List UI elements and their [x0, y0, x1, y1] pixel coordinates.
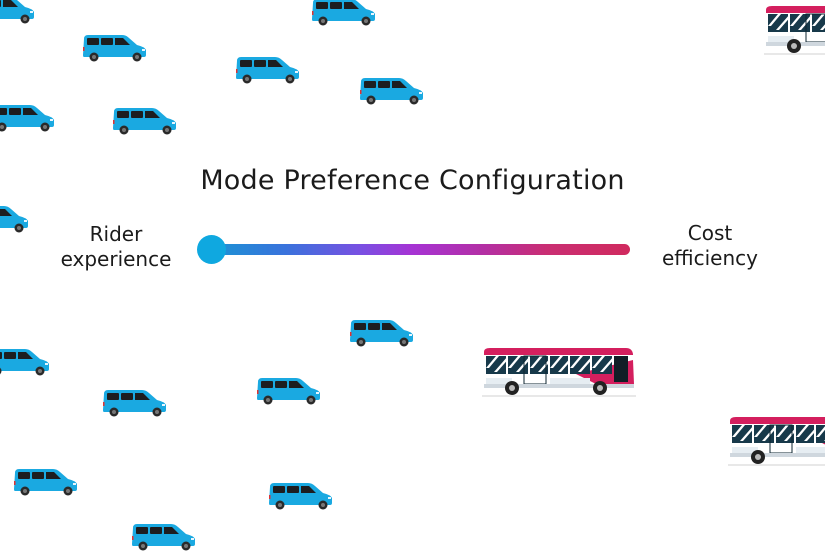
mode-preference-slider[interactable] [197, 235, 630, 265]
bus-icon [476, 346, 638, 398]
right-label-line2: efficiency [661, 246, 758, 270]
van-icon [131, 523, 197, 551]
van-icon [268, 482, 334, 510]
van-icon [13, 468, 79, 496]
van-icon [102, 389, 168, 417]
rider-experience-label: Rider experience [48, 222, 184, 272]
van-icon [349, 319, 415, 347]
slider-thumb[interactable] [197, 235, 226, 264]
van-icon [112, 107, 178, 135]
slider-track[interactable] [211, 244, 630, 255]
bus-icon [722, 415, 825, 467]
van-icon [359, 77, 425, 105]
van-icon [0, 104, 56, 132]
page-title: Mode Preference Configuration [200, 165, 625, 196]
van-icon [0, 205, 30, 233]
left-label-line1: Rider [89, 222, 143, 246]
van-icon [0, 348, 51, 376]
van-icon [311, 0, 377, 26]
left-label-line2: experience [60, 247, 172, 271]
van-icon [235, 56, 301, 84]
bus-icon [758, 4, 825, 56]
van-icon [256, 377, 322, 405]
van-icon [0, 0, 36, 24]
cost-efficiency-label: Cost efficiency [640, 221, 780, 271]
right-label-line1: Cost [687, 221, 733, 245]
van-icon [82, 34, 148, 62]
